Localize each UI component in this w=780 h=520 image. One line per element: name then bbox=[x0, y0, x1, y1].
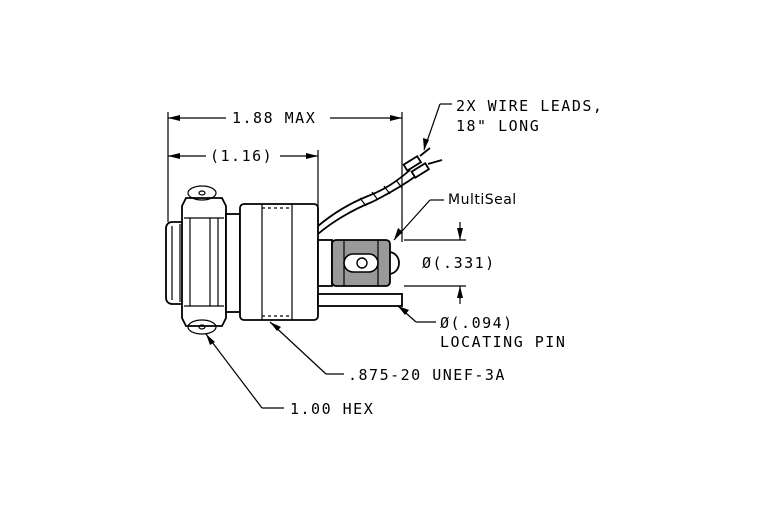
wire-leads-label-line1: 2X WIRE LEADS, bbox=[456, 97, 603, 115]
hex-callout: 1.00 HEX bbox=[205, 333, 374, 418]
pin-diameter-label: Ø(.094) bbox=[440, 314, 514, 332]
overall-length-label: 1.88 MAX bbox=[232, 109, 316, 127]
rear-insert bbox=[317, 239, 400, 287]
body-length-label: (1.16) bbox=[210, 147, 273, 165]
hex-label: 1.00 HEX bbox=[290, 400, 374, 418]
multiseal-callout: MultiSeal bbox=[393, 192, 517, 241]
overall-length-dimension: 1.88 MAX bbox=[167, 109, 403, 242]
wire-leads-callout: 2X WIRE LEADS, 18" LONG bbox=[423, 97, 603, 151]
connector-body bbox=[165, 185, 319, 335]
seal-diameter-dimension: Ø(.331) bbox=[404, 222, 496, 304]
multiseal-label: MultiSeal bbox=[448, 192, 517, 208]
thread-label: .875-20 UNEF-3A bbox=[348, 366, 506, 384]
wire-leads bbox=[317, 147, 443, 235]
pin-label: LOCATING PIN bbox=[440, 333, 566, 351]
pin-callout: Ø(.094) LOCATING PIN bbox=[397, 305, 566, 351]
thread-callout: .875-20 UNEF-3A bbox=[269, 321, 506, 384]
locating-pin bbox=[317, 293, 403, 307]
wire-leads-label-line2: 18" LONG bbox=[456, 117, 540, 135]
seal-diameter-label: Ø(.331) bbox=[422, 254, 496, 272]
